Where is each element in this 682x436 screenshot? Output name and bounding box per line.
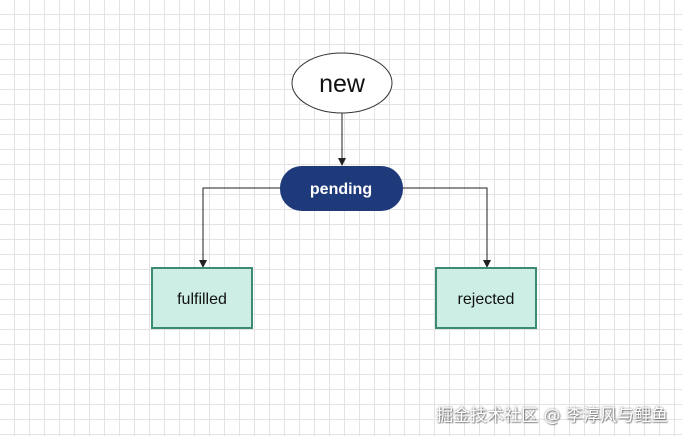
node-rejected-label: rejected (458, 291, 515, 308)
node-new[interactable]: new (291, 52, 393, 114)
node-fulfilled[interactable]: fulfilled (151, 267, 253, 329)
node-fulfilled-shape (151, 267, 253, 329)
node-pending[interactable]: pending (280, 166, 403, 211)
node-rejected[interactable]: rejected (435, 267, 537, 329)
edge-pending-to-rejected (402, 187, 491, 268)
edges (199, 113, 491, 268)
watermark-text: 掘金技术社区 @ 李淳风与鲤鱼 (436, 406, 668, 426)
node-new-shape (291, 52, 393, 114)
node-new-label: new (319, 70, 366, 98)
edge-pending-to-fulfilled (199, 187, 282, 268)
node-fulfilled-label: fulfilled (177, 291, 227, 308)
node-pending-label: pending (310, 181, 372, 198)
node-pending-shape (280, 166, 403, 211)
node-rejected-shape (435, 267, 537, 329)
